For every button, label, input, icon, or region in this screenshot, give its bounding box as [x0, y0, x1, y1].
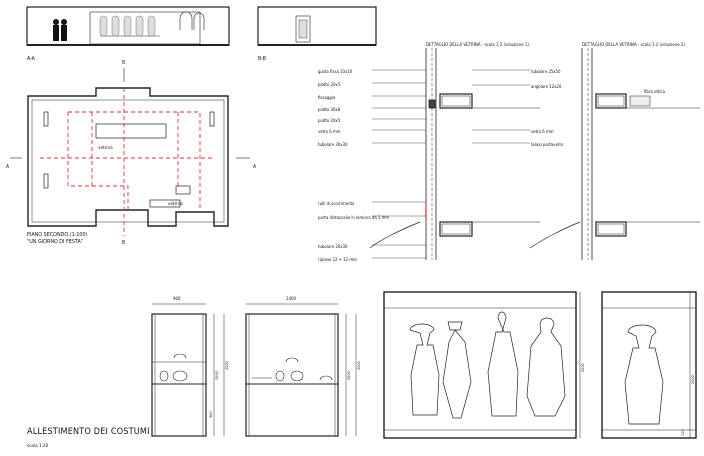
elevation1-width: 900	[173, 296, 181, 302]
detail1-label: ripiano 12 + 12 mm	[318, 257, 357, 263]
detail2-fiber-label: fibra ottica	[644, 89, 666, 95]
detail1-label: piatto 20x5	[318, 82, 341, 88]
detail1-label: telaio portavetro	[531, 142, 564, 148]
detail1-label: vetro 6 mm	[531, 129, 554, 135]
people-silhouettes-icon	[53, 19, 67, 41]
dimension-label: 900	[208, 411, 213, 418]
detail1-label: piatto 20x5	[318, 118, 341, 124]
dimension-label: 2200	[356, 361, 361, 370]
plan-title-line1: PIANO SECONDO (1:100)	[27, 232, 88, 238]
elevation-1	[151, 303, 225, 437]
dimension-label: 2000	[690, 375, 695, 384]
detail1-label: porta distaccalie in lamiera da 1 mm	[318, 215, 389, 221]
plan-vetrina-label-1: vetrina	[98, 145, 113, 151]
plan-marker-a-right: A	[253, 164, 257, 170]
detail1-label: guida fissa 10x10	[318, 69, 353, 75]
dimension-label: 2000	[214, 371, 219, 380]
plan-vetrina-label-2: vetrina	[168, 201, 183, 207]
detail1-title: DETTAGLIO DELLA VETRINA - scala 1:2 (sol…	[426, 42, 529, 48]
elevation-2	[245, 303, 357, 437]
footer-title: ALLESTIMENTO DEI COSTUMI	[27, 427, 150, 437]
dimension-label: 120	[680, 429, 685, 436]
section-bb-label: B-B	[258, 56, 266, 62]
detail2-title: DETTAGLIO DELLA VETRINA - scala 1:2 (sol…	[582, 42, 685, 48]
footer-scale: scala 1:20	[27, 443, 49, 449]
plan-marker-a-left: A	[6, 164, 10, 170]
detail-1	[369, 48, 540, 260]
plan-marker-b-top: B	[122, 60, 125, 66]
dimension-label: 2200	[580, 363, 585, 372]
detail1-label: vetro 6 mm	[318, 129, 341, 135]
elevation-3	[383, 291, 581, 439]
detail1-label: rulli di scorrimento	[318, 201, 355, 207]
costume-silhouettes-icon	[409, 311, 566, 419]
detail1-right-labels: tubolare 25x50 angolare 12x20 vetro 6 mm…	[531, 69, 564, 148]
section-aa	[26, 6, 230, 46]
elevation2-width: 1400	[286, 296, 297, 302]
elevation-4	[601, 291, 697, 439]
detail1-label: angolare 12x20	[531, 84, 562, 90]
detail1-left-labels: guida fissa 10x10 piatto 20x5 fissaggio …	[318, 69, 353, 148]
section-aa-label: A-A	[27, 56, 36, 62]
dimension-label: 2200	[224, 361, 229, 370]
dimension-label: 2000	[346, 371, 351, 380]
detail1-label: fissaggio	[318, 95, 336, 101]
section-bb	[257, 6, 377, 46]
floor-plan	[10, 68, 250, 236]
detail1-label: tubolare 25x50	[531, 69, 561, 75]
detail1-label: tubolare 20x30	[318, 244, 348, 250]
detail1-label: tubolare 30x30	[318, 142, 348, 148]
elevation-dimensions: 2000 2200 900 2000 2200 2200 2000 120	[208, 361, 695, 436]
detail-2	[529, 48, 700, 260]
plan-title-line2: "UN GIORNO DI FESTA"	[27, 239, 83, 245]
detail1-label: piatto 30x8	[318, 107, 341, 113]
plan-marker-b-bottom: B	[122, 240, 125, 246]
detail1-lower-labels: rulli di scorrimento porta distaccalie i…	[318, 201, 389, 263]
